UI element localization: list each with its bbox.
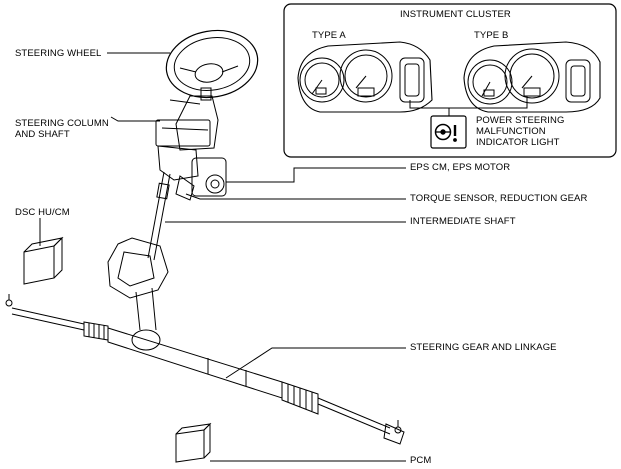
instrument-cluster-title: INSTRUMENT CLUSTER bbox=[400, 9, 511, 20]
intermediate-shaft bbox=[147, 171, 171, 261]
power-steering-warning-icon bbox=[430, 115, 467, 149]
steering-column bbox=[155, 95, 219, 181]
instrument-cluster-box bbox=[283, 3, 617, 158]
dsc-hu-cm-label: DSC HU/CM bbox=[15, 207, 70, 218]
cluster-type-a bbox=[297, 41, 433, 113]
steering-wheel-label: STEERING WHEEL bbox=[15, 48, 102, 59]
steering-gear-and-linkage bbox=[5, 294, 405, 445]
power-steering-indicator-label: POWER STEERING MALFUNCTION INDICATOR LIG… bbox=[476, 115, 565, 148]
pcm-label: PCM bbox=[410, 455, 432, 466]
cluster-type-b bbox=[463, 41, 601, 113]
intermediate-shaft-label: INTERMEDIATE SHAFT bbox=[410, 216, 516, 227]
steering-gear-housing bbox=[107, 237, 169, 351]
torque-sensor-label: TORQUE SENSOR, REDUCTION GEAR bbox=[410, 193, 588, 204]
eps-cm-motor-label: EPS CM, EPS MOTOR bbox=[410, 162, 511, 173]
eps-motor bbox=[175, 157, 227, 201]
steering-gear-linkage-label: STEERING GEAR AND LINKAGE bbox=[410, 342, 557, 353]
dsc-hu-cm-module bbox=[23, 218, 64, 285]
type-a-label: TYPE A bbox=[312, 30, 346, 41]
type-b-label: TYPE B bbox=[474, 30, 509, 41]
steering-wheel bbox=[165, 29, 259, 101]
steering-column-label: STEERING COLUMN AND SHAFT bbox=[15, 118, 109, 140]
pcm-module bbox=[175, 422, 212, 463]
